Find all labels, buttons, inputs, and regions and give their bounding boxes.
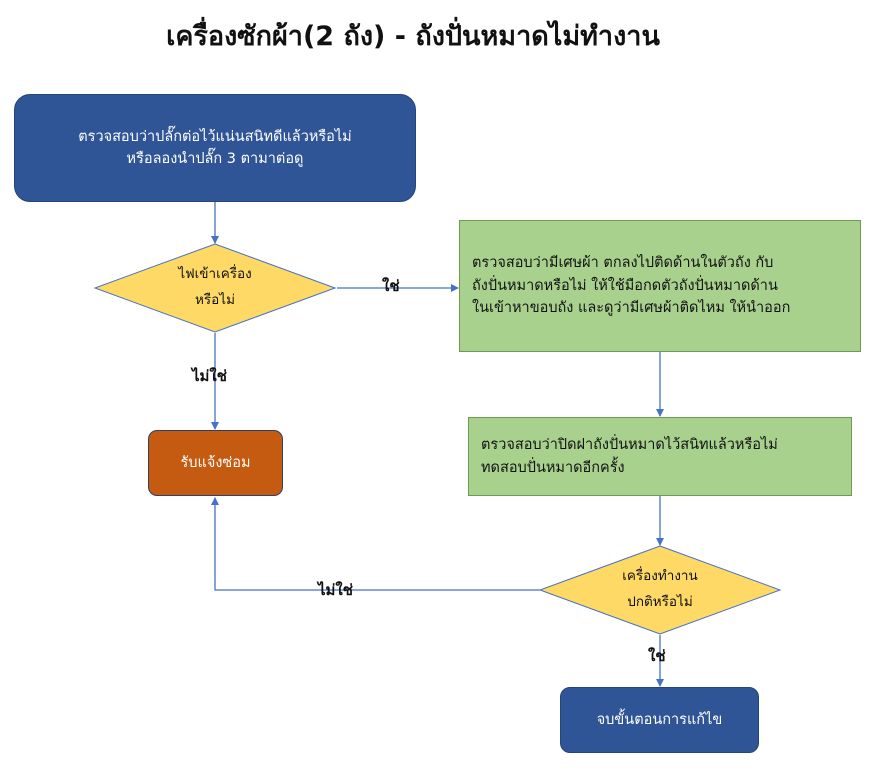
start-step-line-1: ตรวจสอบว่าปลั๊กต่อไว้แน่นสนิทดีแล้วหรือไ… [78,128,352,145]
works-check-line-2: ปกติหรือไม่ [627,594,693,610]
check-debris-line-1: ตรวจสอบว่ามีเศษผ้า ตกลงไปติดด้านในตัวถัง… [472,255,774,272]
works-check-diamond [538,545,782,635]
end-step-label: จบขั้นตอนการแก้ไข [596,711,723,728]
check-debris-step: ตรวจสอบว่ามีเศษผ้า ตกลงไปติดด้านในตัวถัง… [459,220,861,352]
works-yes-label: ใช่ [648,647,666,665]
works-no-label: ไม่ใช่ [318,581,353,599]
power-no-label: ไม่ใช่ [192,367,227,385]
arrow-works-no [211,497,540,591]
power-check-line-2: หรือไม่ [195,292,235,308]
end-step: จบขั้นตอนการแก้ไข [560,687,759,753]
power-check-diamond [93,243,337,333]
power-check-label: ไฟเข้าเครื่อง หรือไม่ [155,256,275,320]
check-lid-line-2: ทดสอบปั่นหมาดอีกครั้ง [481,459,625,476]
start-step: ตรวจสอบว่าปลั๊กต่อไว้แน่นสนิทดีแล้วหรือไ… [14,94,416,202]
works-check-line-1: เครื่องทำงาน [622,568,698,585]
repair-step-label: รับแจ้งซ่อม [180,454,251,471]
check-debris-line-3: ในเข้าหาขอบถัง และดูว่ามีเศษผ้าติดไหม ให… [472,300,791,317]
works-check-label: เครื่องทำงาน ปกติหรือไม่ [600,558,720,622]
page-title: เครื่องซักผ้า(2 ถัง) - ถังปั่นหมาดไม่ทำง… [166,21,660,52]
start-step-line-2: หรือลองนำปลั๊ก 3 ตามาต่อดู [126,151,304,167]
power-yes-label: ใช่ [382,277,400,295]
check-lid-step: ตรวจสอบว่าปิดฝาถังปั่นหมาดไว้สนิทแล้วหรื… [468,417,852,496]
power-check-line-1: ไฟเข้าเครื่อง [178,266,252,283]
check-lid-line-1: ตรวจสอบว่าปิดฝาถังปั่นหมาดไว้สนิทแล้วหรื… [481,437,778,454]
repair-step: รับแจ้งซ่อม [148,430,283,496]
check-debris-line-2: ถังปั่นหมาดหรือไม่ ให้ใช้มือกดตัวถังปั่น… [472,277,778,294]
